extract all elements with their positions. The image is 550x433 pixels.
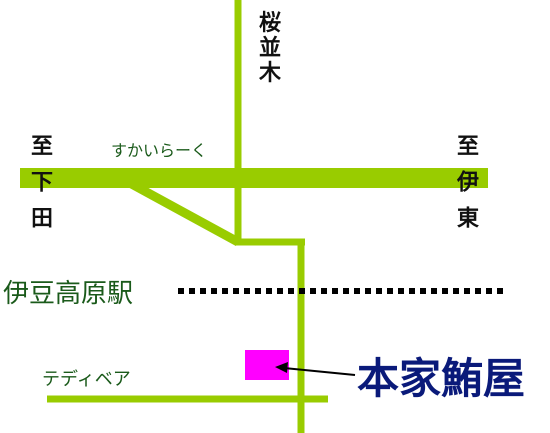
skyline-label: すかいらーく [111,141,207,160]
north-road-label: 桜並木 [255,11,282,86]
pointer-line [283,367,356,376]
west-destination-label: 至下田 [27,134,53,242]
shop-name-title: 本家鮪屋 [357,354,525,403]
teddy-bear-label: テディベア [42,369,131,390]
east-destination-label: 至伊東 [453,134,480,242]
arrow-head-icon [275,362,288,373]
station-label: 伊豆高原駅 [3,279,133,309]
diagonal-road [125,178,241,246]
